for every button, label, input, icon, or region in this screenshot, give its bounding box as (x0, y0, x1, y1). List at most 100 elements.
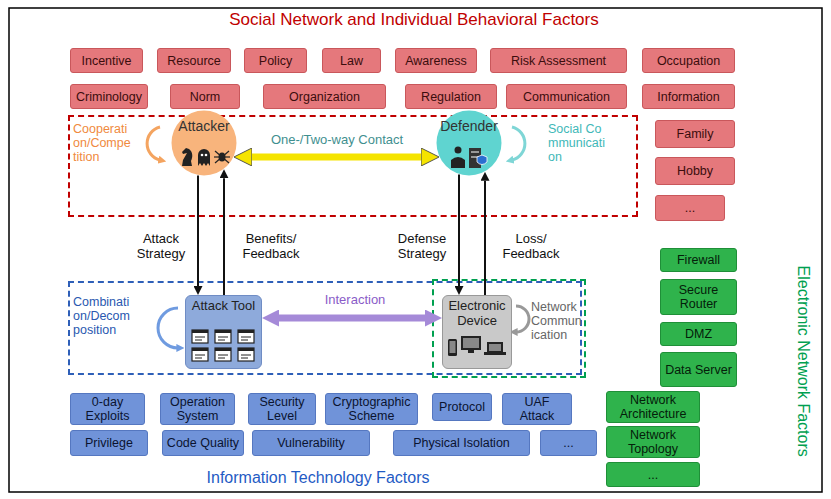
box-label: Security Level (252, 395, 312, 423)
box-label: ... (685, 201, 695, 215)
factor-box: 0-day Exploits (70, 393, 145, 425)
factor-box: Protocol (432, 393, 492, 421)
dashed-region: Electronic Device Network Communication (432, 279, 586, 378)
region-label: Combination/Decomposition (73, 295, 135, 337)
arrow-connector (252, 154, 421, 161)
region-label: Cooperation/Competition (73, 122, 131, 164)
box-label: Attack Tool (188, 299, 259, 314)
region-label-slot: Social Communication (548, 122, 610, 164)
box-label: DMZ (685, 327, 712, 341)
factor-box: Policy (244, 48, 307, 73)
section-heading: Information Technology Factors (168, 469, 468, 487)
edge-label: Defense Strategy (390, 232, 454, 262)
factor-box: ... (606, 462, 700, 487)
factor-box: Privilege (70, 430, 148, 456)
box-label: Privilege (85, 436, 133, 450)
factor-box: Operation System (160, 393, 235, 425)
factor-box: Network Topology (606, 426, 700, 458)
factor-box: Hobby (655, 157, 735, 185)
factor-box: Information (642, 84, 735, 109)
box-label: Firewall (677, 253, 720, 267)
arrow-connector (223, 178, 225, 295)
box-label: Regulation (421, 90, 481, 104)
box-label: Network Architecture (610, 393, 696, 421)
outer-frame (9, 8, 822, 492)
arrow-connector (458, 174, 460, 286)
cycle-arrow (512, 127, 525, 160)
box-label: Physical Isolation (413, 436, 510, 450)
edge-label: One-/Two-way Contact (251, 133, 423, 148)
factor-box: Communication (506, 84, 627, 109)
box-label: Law (340, 54, 363, 68)
attack-tool-icons (192, 330, 254, 361)
arrow-connector (484, 181, 486, 295)
factor-box: Risk Assessment (490, 48, 627, 73)
box-label: ... (563, 436, 573, 450)
defender-icons (451, 147, 487, 169)
factor-box: Family (655, 120, 735, 148)
box-label: Network Topology (610, 428, 696, 456)
box-label: Policy (259, 54, 292, 68)
box-label: ... (648, 468, 658, 482)
box-label: Communication (523, 90, 610, 104)
region-label-slot: Combination/Decomposition (73, 295, 135, 337)
box-label: Data Server (665, 363, 732, 377)
box-label: 0-day Exploits (74, 395, 141, 423)
box-label: Cryptographic Scheme (329, 395, 414, 423)
cycle-arrow (516, 306, 529, 332)
factor-box: Awareness (395, 48, 477, 73)
box-label: Hobby (677, 164, 713, 178)
factor-box: DMZ (660, 322, 737, 346)
edge-label: Interaction (309, 293, 401, 308)
factor-box: Organization (263, 84, 386, 109)
actor-label: Attacker (171, 119, 237, 135)
box-label: Organization (289, 90, 360, 104)
factor-box: Network Architecture (606, 391, 700, 423)
factor-box: ... (655, 195, 725, 221)
edge-label: Benefits/ Feedback (235, 232, 307, 262)
factor-box: Firewall (660, 248, 737, 272)
factor-box: UAF Attack (502, 393, 572, 425)
factor-box: Occupation (642, 48, 735, 73)
actor-circle: Attacker (171, 110, 237, 176)
factor-box: Cryptographic Scheme (325, 393, 418, 425)
actor-label: Defender (436, 119, 502, 135)
factor-box: Vulnerability (252, 430, 370, 456)
factor-box: Code Quality (162, 430, 244, 456)
box-label: Secure Router (664, 283, 733, 311)
dashed-region: Attacker Defender Cooperation/Competition S… (68, 115, 638, 217)
arrow-connector (197, 175, 199, 286)
factor-box: Security Level (248, 393, 316, 425)
region-label: Social Communication (548, 122, 610, 164)
box-label: Incentive (81, 54, 131, 68)
factor-box: Secure Router (660, 279, 737, 315)
factor-box: Law (322, 48, 381, 73)
factor-box: Incentive (70, 48, 143, 73)
box-label: Occupation (657, 54, 720, 68)
cycle-arrow (158, 308, 178, 348)
region-label-slot: Cooperation/Competition (73, 122, 131, 164)
edge-label: Attack Strategy (129, 232, 193, 262)
arrow-connector (279, 315, 425, 322)
device-box: Electronic Device (442, 295, 512, 369)
box-label: Information (657, 90, 720, 104)
region-label: Network Communication (531, 300, 583, 342)
edge-label: Loss/ Feedback (498, 232, 564, 262)
factor-box: Physical Isolation (393, 430, 530, 456)
factor-box: Data Server (660, 352, 737, 387)
section-heading: Social Network and Individual Behavioral… (164, 10, 664, 30)
section-heading: Electronic Network Factors (794, 231, 812, 491)
box-label: Code Quality (167, 436, 239, 450)
box-label: Criminology (76, 90, 142, 104)
box-label: Family (677, 127, 714, 141)
cycle-arrow (147, 127, 160, 160)
box-label: Risk Assessment (511, 54, 606, 68)
factor-box: Criminology (70, 84, 148, 109)
box-label: UAF Attack (506, 395, 568, 423)
attacker-icons (182, 148, 230, 166)
box-label: Resource (167, 54, 221, 68)
factor-box: Norm (170, 84, 240, 109)
device-icons (448, 336, 506, 356)
box-label: Awareness (405, 54, 467, 68)
factor-box: Resource (157, 48, 231, 73)
